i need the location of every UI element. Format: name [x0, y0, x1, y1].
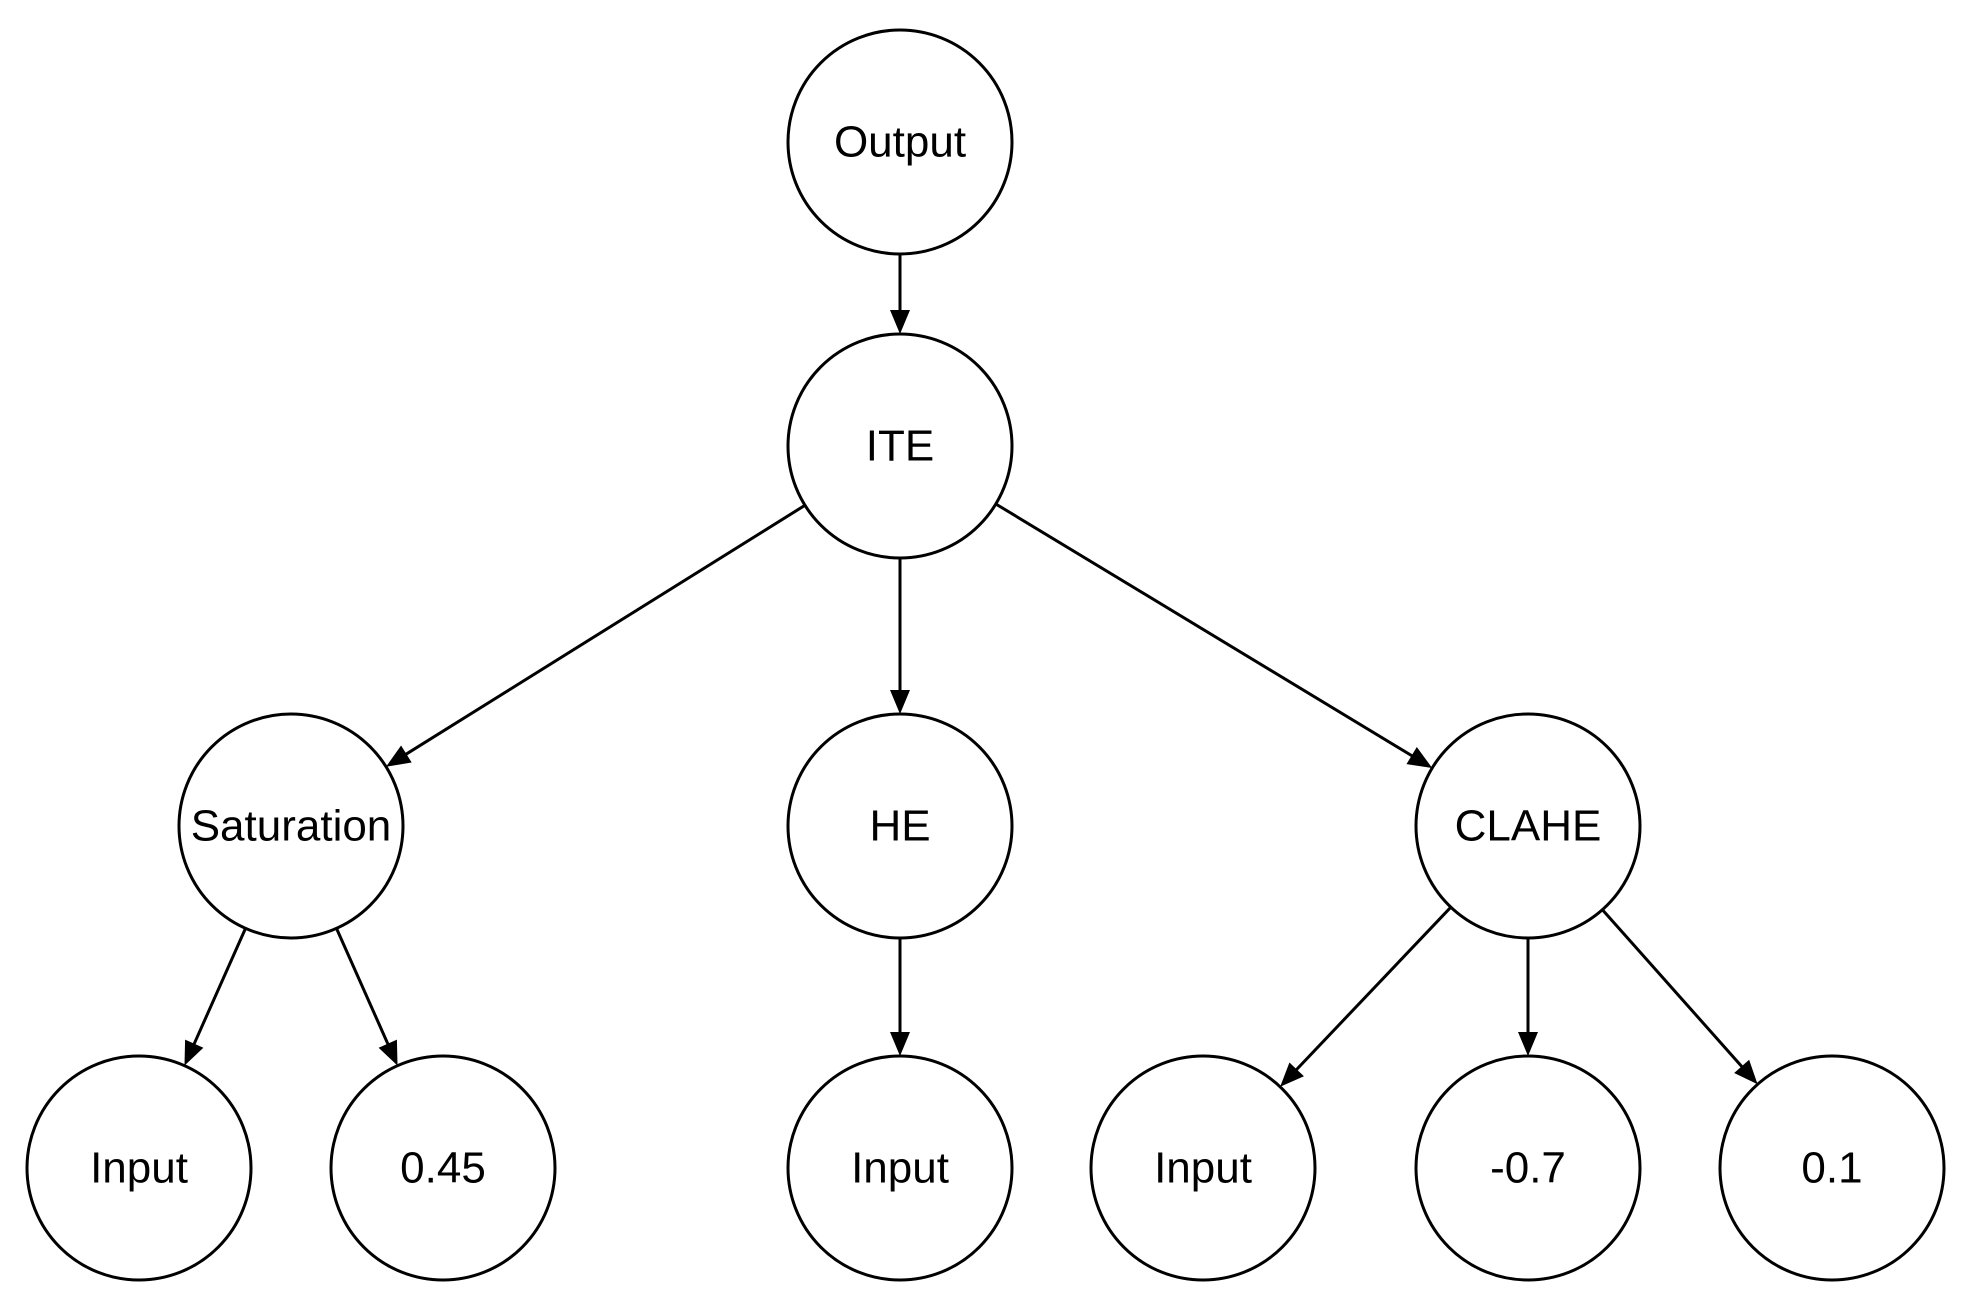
node-he-input-circle: [786, 1054, 1014, 1282]
node-clahe-value-1-circle: [1414, 1054, 1642, 1282]
node-clahe-value-1: -0.7: [1414, 1054, 1642, 1282]
edge-output-to-ite: [890, 254, 910, 334]
arrow-head: [890, 310, 910, 334]
node-sat-input: Input: [25, 1054, 253, 1282]
node-clahe-value-2-label: 0.1: [1801, 1144, 1862, 1193]
node-output-circle: [786, 28, 1014, 256]
edge-line: [335, 927, 390, 1047]
arrow-head: [1406, 747, 1433, 769]
arrow-head: [1734, 1059, 1758, 1085]
node-clahe-value-2-circle: [1718, 1054, 1946, 1282]
edge-clahe-to-clahe-value-2: [1601, 908, 1758, 1085]
node-sat-value-label: 0.45: [400, 1144, 486, 1193]
edges-layer: [184, 254, 1758, 1087]
edge-line: [192, 927, 247, 1047]
node-ite-label: ITE: [866, 422, 934, 471]
node-output-label: Output: [834, 118, 966, 167]
edge-saturation-to-sat-value: [335, 927, 398, 1066]
node-saturation-label: Saturation: [191, 802, 392, 851]
node-sat-value-circle: [329, 1054, 557, 1282]
arrow-head: [890, 690, 910, 714]
node-sat-value: 0.45: [329, 1054, 557, 1282]
arrow-head: [1518, 1032, 1538, 1056]
node-clahe: CLAHE: [1414, 712, 1642, 940]
edge-ite-to-saturation: [386, 504, 806, 767]
edge-clahe-to-clahe-input: [1280, 906, 1452, 1087]
arrow-head: [386, 745, 412, 767]
node-saturation-circle: [177, 712, 405, 940]
edge-line: [1294, 906, 1452, 1072]
node-sat-input-circle: [25, 1054, 253, 1282]
arrow-head: [184, 1039, 204, 1066]
edge-saturation-to-sat-input: [184, 927, 247, 1066]
edge-line: [995, 502, 1415, 758]
node-ite-circle: [786, 332, 1014, 560]
node-saturation: Saturation: [177, 712, 405, 940]
edge-line: [403, 504, 806, 757]
edge-clahe-to-clahe-value-1: [1518, 938, 1538, 1056]
node-he-label: HE: [869, 802, 930, 851]
node-he: HE: [786, 712, 1014, 940]
node-clahe-label: CLAHE: [1455, 802, 1602, 851]
edge-he-to-he-input: [890, 938, 910, 1056]
arrow-head: [378, 1039, 398, 1066]
node-clahe-input-label: Input: [1154, 1144, 1252, 1193]
node-clahe-value-1-label: -0.7: [1490, 1144, 1566, 1193]
node-clahe-input-circle: [1089, 1054, 1317, 1282]
edge-line: [1601, 908, 1745, 1069]
node-he-circle: [786, 712, 1014, 940]
edge-ite-to-clahe: [995, 502, 1433, 769]
node-he-input-label: Input: [851, 1144, 949, 1193]
node-output: Output: [786, 28, 1014, 256]
node-clahe-input: Input: [1089, 1054, 1317, 1282]
node-ite: ITE: [786, 332, 1014, 560]
arrow-head: [1280, 1062, 1304, 1087]
edge-ite-to-he: [890, 558, 910, 714]
node-clahe-value-2: 0.1: [1718, 1054, 1946, 1282]
node-he-input: Input: [786, 1054, 1014, 1282]
node-sat-input-label: Input: [90, 1144, 188, 1193]
arrow-head: [890, 1032, 910, 1056]
node-clahe-circle: [1414, 712, 1642, 940]
